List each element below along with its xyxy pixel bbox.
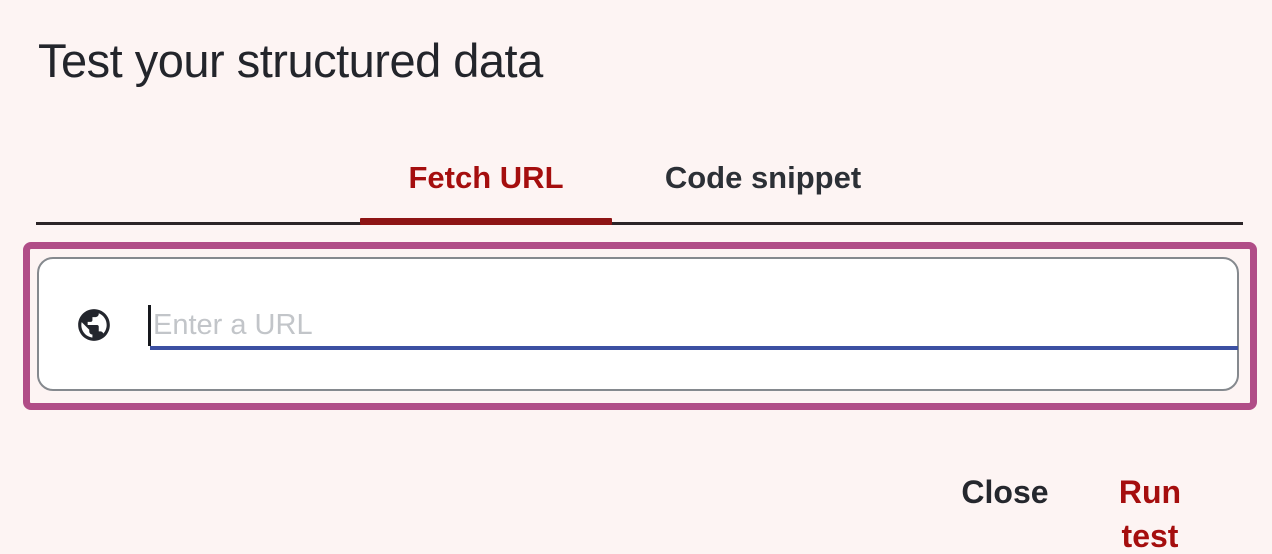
active-tab-indicator: [360, 218, 612, 225]
run-test-button[interactable]: Run test: [1088, 470, 1212, 554]
url-input[interactable]: [153, 303, 1223, 347]
tab-code-snippet[interactable]: Code snippet: [664, 160, 862, 195]
text-cursor: [148, 305, 151, 346]
dialog-title: Test your structured data: [38, 34, 543, 87]
close-button[interactable]: Close: [960, 470, 1050, 514]
tab-fetch-url[interactable]: Fetch URL: [408, 160, 564, 195]
globe-icon: [75, 306, 113, 344]
input-focus-underline: [150, 346, 1238, 350]
tabs-divider-line: [36, 222, 1243, 225]
